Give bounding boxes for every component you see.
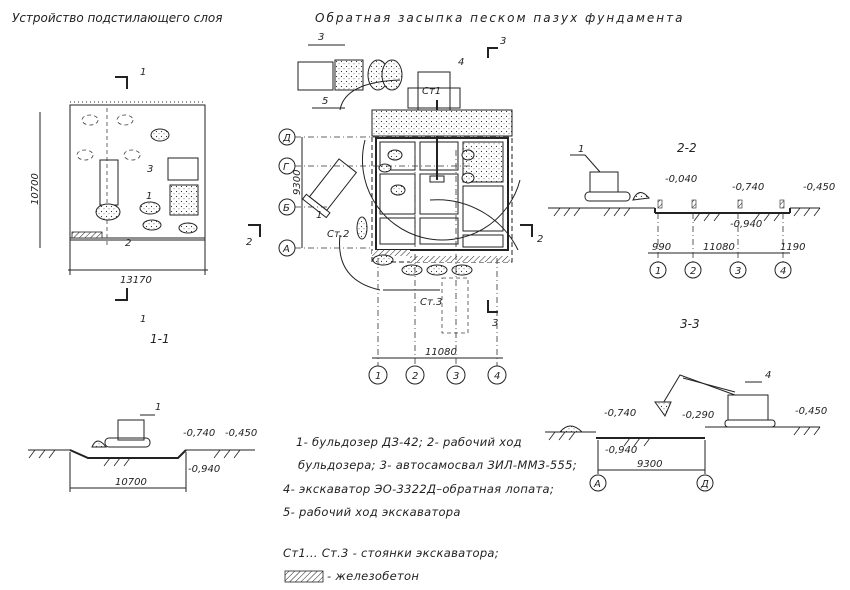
label-3: 3 — [318, 32, 324, 43]
label-2: 2 — [125, 238, 131, 249]
svg-text:2: 2 — [690, 266, 696, 277]
svg-text:Д: Д — [700, 479, 709, 490]
truck-body-icon — [334, 59, 364, 91]
svg-text:1: 1 — [655, 266, 661, 277]
level-label: -0,740 — [183, 428, 215, 439]
svg-text:4: 4 — [494, 371, 500, 382]
concrete-note: - железобетон — [327, 569, 419, 583]
section-3-3: 3-3 4 -0,740 -0,290 -0,450 -0,940 9300 А… — [545, 317, 827, 492]
dim-label: 9300 — [637, 459, 662, 470]
section-1-1: 1-1 1 -0,740 -0,450 -0,940 10700 — [28, 332, 257, 492]
axis-cols: 1 2 3 4 — [368, 150, 507, 385]
legend-line: 5- рабочий ход экскаватора — [283, 505, 461, 519]
section-2-2: 2-2 1 -0,040 -0,740 -0,450 -0,940 990 11… — [548, 141, 835, 279]
section-title: 2-2 — [677, 141, 697, 155]
section-mark-2: 2 — [537, 234, 543, 245]
legend: 1- бульдозер ДЗ-42; 2- рабочий ход бульд… — [283, 435, 577, 583]
svg-text:А: А — [593, 479, 601, 490]
bulldozer-icon — [99, 159, 119, 206]
dim-9300: 9300 — [292, 170, 303, 195]
svg-text:А: А — [282, 244, 290, 255]
truck-body-icon — [169, 184, 199, 216]
station-3: Ст.3 — [420, 297, 442, 308]
label-4: 4 — [458, 57, 464, 68]
level-label: -0,450 — [803, 182, 835, 193]
label-5: 5 — [322, 96, 328, 107]
level-label: -0,290 — [682, 410, 714, 421]
title-center: Обратная засыпка песком пазух фундамента — [315, 11, 684, 25]
dim-11080: 11080 — [425, 347, 457, 358]
dim-label: 10700 — [115, 477, 147, 488]
legend-line: бульдозера; 3- автосамосвал ЗИЛ-ММЗ-555; — [298, 458, 577, 472]
level-label: -0,450 — [225, 428, 257, 439]
dim-10700: 10700 — [30, 173, 41, 205]
label-4: 4 — [765, 370, 771, 381]
truck-cab-icon — [297, 61, 334, 91]
svg-text:4: 4 — [780, 266, 786, 277]
title-left: Устройство подстилающего слоя — [12, 11, 222, 25]
svg-text:1: 1 — [375, 371, 381, 382]
section-mark-2: 2 — [246, 237, 252, 248]
level-label: -0,740 — [604, 408, 636, 419]
station-1: Ст1 — [422, 86, 441, 97]
axis-rows: Д Г Б А — [278, 128, 510, 257]
section-title: 1-1 — [150, 332, 170, 346]
level-label: -0,040 — [665, 174, 697, 185]
dim-13170: 13170 — [120, 275, 152, 286]
svg-text:2: 2 — [412, 371, 418, 382]
level-label: -0,940 — [605, 445, 637, 456]
stations-note: Ст1... Ст.3 - стоянки экскаватора; — [283, 546, 499, 560]
section-mark-top — [115, 76, 128, 89]
svg-text:Б: Б — [283, 203, 290, 214]
label-1: 1 — [146, 191, 152, 202]
label-1: 1 — [316, 210, 322, 221]
bulldozer-icon — [589, 171, 619, 193]
bulldozer-icon — [117, 419, 145, 441]
svg-text:Г: Г — [283, 162, 290, 173]
level-label: -0,450 — [795, 406, 827, 417]
concrete-hatch-swatch — [284, 570, 324, 583]
level-label: -0,740 — [732, 182, 764, 193]
legend-line: 4- экскаватор ЭО-3322Д–обратная лопата; — [283, 482, 554, 496]
svg-text:Д: Д — [282, 133, 291, 144]
dim-label: 11080 — [703, 242, 735, 253]
label-1: 1 — [155, 402, 161, 413]
section-mark-3: 3 — [492, 318, 498, 329]
level-label: -0,940 — [730, 219, 762, 230]
section-title: 3-3 — [680, 317, 700, 331]
station-2: Ст.2 — [327, 229, 349, 240]
svg-text:3: 3 — [453, 371, 459, 382]
left-plan: 1 1 3 1 2 10700 13170 — [30, 67, 208, 325]
center-plan: 3 Ст1 4 3 5 1 Ст.2 Ст.3 — [246, 32, 543, 385]
svg-text:3: 3 — [735, 266, 741, 277]
section-label: 1 — [140, 314, 146, 325]
dim-label: 990 — [652, 242, 671, 253]
legend-line: 1- бульдозер ДЗ-42; 2- рабочий ход — [296, 435, 522, 449]
label-1: 1 — [578, 144, 584, 155]
section-mark-3: 3 — [500, 36, 506, 47]
label-3: 3 — [147, 164, 153, 175]
dim-label: 1190 — [780, 242, 805, 253]
level-label: -0,940 — [188, 464, 220, 475]
excavator-icon — [727, 394, 769, 421]
section-label: 1 — [140, 67, 146, 78]
truck-cab-icon — [167, 157, 199, 181]
